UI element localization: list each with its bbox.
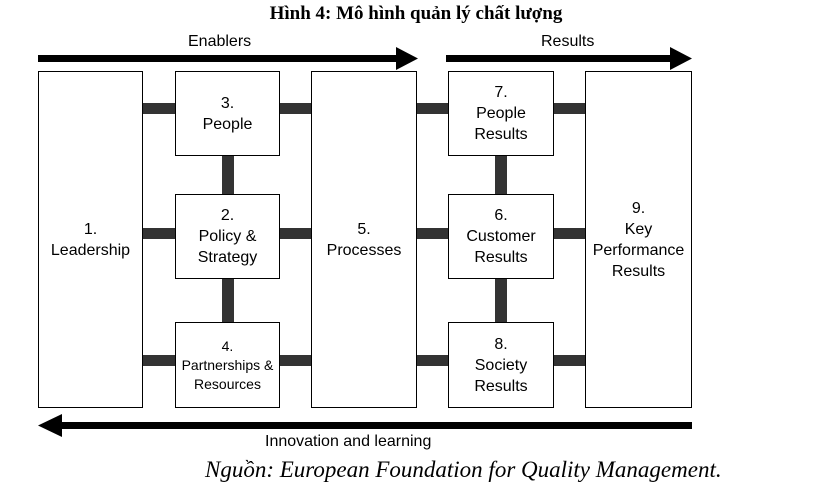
box-customer-results: 6. Customer Results — [448, 194, 554, 279]
figure-title: Hình 4: Mô hình quản lý chất lượng — [269, 3, 563, 24]
box-partnerships-resources: 4. Partnerships & Resources — [175, 322, 280, 408]
connector — [279, 355, 312, 366]
source-caption: Nguồn: European Foundation for Quality M… — [205, 457, 722, 482]
innovation-label: Innovation and learning — [265, 433, 432, 450]
box-people: 3. People — [175, 71, 280, 156]
connector — [222, 155, 234, 195]
box-society-results: 8. Society Results — [448, 322, 554, 408]
enablers-arrow — [38, 47, 418, 70]
connector — [553, 355, 586, 366]
innovation-arrow — [38, 414, 692, 437]
box-people-results: 7. People Results — [448, 71, 554, 156]
connector — [222, 278, 234, 323]
connector — [416, 355, 449, 366]
connector — [416, 103, 449, 114]
enablers-label: Enablers — [188, 33, 252, 50]
connector — [142, 228, 176, 239]
connector — [553, 103, 586, 114]
box-processes: 5. Processes — [311, 71, 417, 408]
connector — [142, 103, 176, 114]
connector — [495, 155, 507, 195]
box-key-performance-results: 9. Key Performance Results — [585, 71, 692, 408]
results-arrow — [446, 47, 692, 70]
connector — [279, 228, 312, 239]
connector — [279, 103, 312, 114]
connector — [416, 228, 449, 239]
connector — [553, 228, 586, 239]
results-label: Results — [541, 33, 595, 50]
box-leadership: 1. Leadership — [38, 71, 143, 408]
connector — [142, 355, 176, 366]
box-policy-strategy: 2. Policy & Strategy — [175, 194, 280, 279]
connector — [495, 278, 507, 323]
